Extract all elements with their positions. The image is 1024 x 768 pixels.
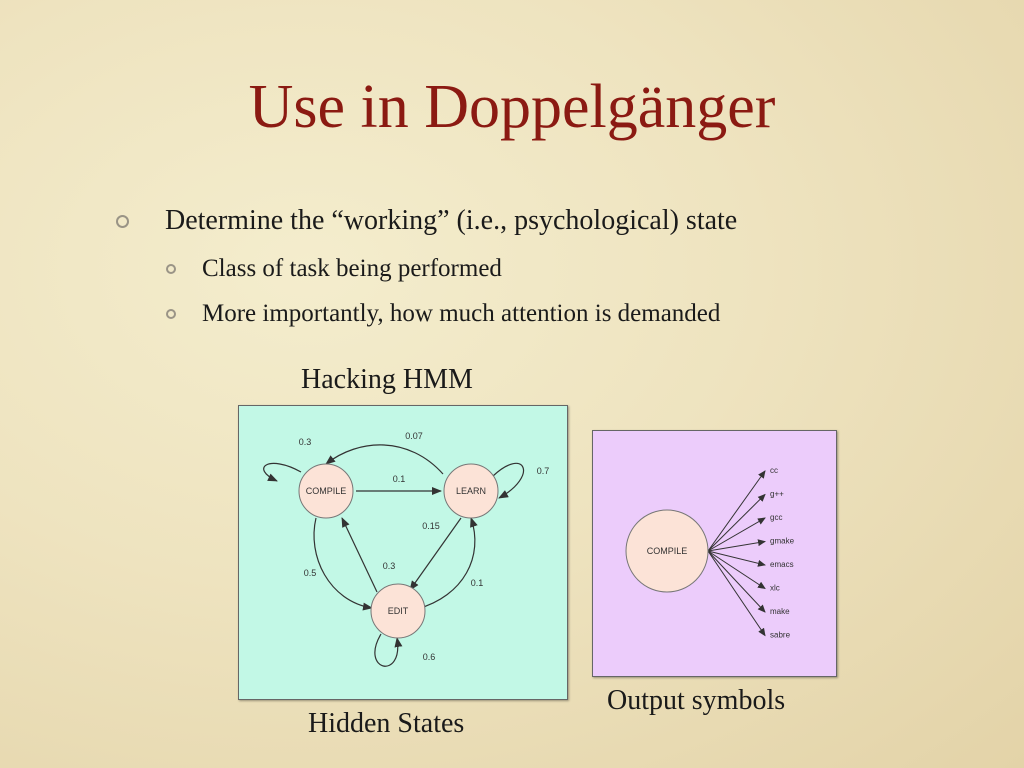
output-diagram: COMPILE cc g++ gcc gmake emacs xlc make sabre bbox=[625, 466, 795, 640]
bullet-marker bbox=[166, 264, 176, 274]
output-symbol-label: emacs bbox=[770, 560, 794, 569]
edge-learn-to-edit bbox=[409, 517, 462, 591]
bullet-item: Determine the “working” (i.e., psycholog… bbox=[116, 205, 737, 237]
sub-bullet-item: Class of task being performed bbox=[166, 255, 502, 283]
output-symbol-label: cc bbox=[770, 466, 778, 475]
edge-label: 0.3 bbox=[299, 437, 312, 447]
output-arrow bbox=[707, 550, 766, 613]
output-arrow bbox=[707, 493, 766, 552]
hidden-states-panel: COMPILE LEARN EDIT 0.3 0.07 0.1 0.7 0.15… bbox=[238, 405, 568, 700]
edge-edit-to-compile bbox=[341, 517, 378, 593]
bullet-marker bbox=[116, 214, 129, 228]
edge-label: 0.3 bbox=[383, 561, 396, 571]
edge-learn-self bbox=[492, 462, 525, 499]
hidden-states-caption: Hidden States bbox=[308, 708, 465, 739]
output-symbol-label: gmake bbox=[770, 537, 795, 546]
edge-edit-self bbox=[374, 633, 403, 667]
edge-label: 0.5 bbox=[304, 568, 317, 578]
state-learn-label: LEARN bbox=[456, 486, 486, 496]
edge-label: 0.1 bbox=[393, 474, 406, 484]
edge-compile-self bbox=[263, 462, 302, 482]
sub-bullet-item: More importantly, how much attention is … bbox=[166, 300, 720, 328]
output-arrow bbox=[707, 470, 766, 552]
edge-learn-to-compile bbox=[325, 444, 444, 475]
output-caption: Output symbols bbox=[607, 685, 786, 716]
hmm-caption: Hacking HMM bbox=[301, 364, 473, 395]
output-state-label: COMPILE bbox=[647, 546, 688, 556]
bullet-text: More importantly, how much attention is … bbox=[202, 300, 721, 327]
state-compile-label: COMPILE bbox=[306, 486, 347, 496]
edge-label: 0.15 bbox=[422, 521, 440, 531]
output-state-node bbox=[625, 509, 709, 593]
output-arrow bbox=[707, 539, 766, 552]
edge-edit-to-learn bbox=[416, 517, 478, 610]
output-arrow bbox=[707, 550, 766, 590]
edge-label: 0.7 bbox=[537, 466, 550, 476]
edge-label: 0.6 bbox=[423, 652, 436, 662]
edge-label: 0.07 bbox=[405, 431, 423, 441]
bullet-text: Class of task being performed bbox=[202, 255, 502, 282]
slide-title: Use in Doppelgänger bbox=[248, 73, 776, 141]
output-symbols-panel: COMPILE cc g++ gcc gmake emacs xlc make sabre bbox=[592, 430, 837, 677]
state-learn-node bbox=[443, 463, 499, 519]
edge-label: 0.1 bbox=[471, 578, 484, 588]
output-symbol-label: g++ bbox=[770, 490, 784, 499]
output-arrow bbox=[707, 517, 766, 552]
output-symbol-label: gcc bbox=[770, 513, 782, 522]
bullet-marker bbox=[166, 309, 176, 319]
output-symbol-label: sabre bbox=[770, 631, 791, 640]
output-symbol-label: make bbox=[770, 607, 790, 616]
output-arrow bbox=[707, 550, 766, 567]
bullet-text: Determine the “working” (i.e., psycholog… bbox=[165, 205, 738, 236]
state-compile-node bbox=[298, 463, 354, 519]
output-symbol-label: xlc bbox=[770, 584, 780, 593]
state-edit-label: EDIT bbox=[388, 606, 409, 616]
output-arrow bbox=[707, 550, 766, 637]
hmm-diagram: COMPILE LEARN EDIT 0.3 0.07 0.1 0.7 0.15… bbox=[263, 431, 550, 667]
state-edit-node bbox=[370, 583, 426, 639]
edge-compile-to-edit bbox=[313, 517, 373, 611]
